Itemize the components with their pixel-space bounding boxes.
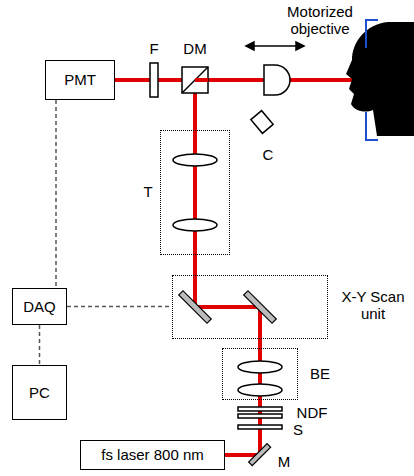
group-label: X-Y Scan unit xyxy=(333,288,413,323)
group-label: BE xyxy=(305,365,335,382)
component-label: C xyxy=(258,146,278,163)
laser-beam xyxy=(115,80,352,455)
detector-box: PMT xyxy=(45,60,115,100)
group-label: T xyxy=(139,183,157,200)
nd-filter xyxy=(238,407,282,418)
component-label: S xyxy=(288,421,308,438)
dichroic-mirror xyxy=(182,67,208,93)
mirror xyxy=(249,444,271,466)
box-label: fs laser 800 nm xyxy=(101,446,204,463)
camera-symbol xyxy=(251,111,273,134)
filter-plate xyxy=(150,63,158,97)
motion-arrow xyxy=(246,42,304,50)
shutter xyxy=(238,425,282,429)
scan-mirror xyxy=(179,291,277,324)
component-label: NDF xyxy=(292,404,332,421)
component-label: F xyxy=(144,40,164,57)
signal-line xyxy=(39,325,40,365)
box-label: DAQ xyxy=(23,298,56,315)
head-rest xyxy=(366,20,378,140)
signal-line xyxy=(67,306,172,307)
component-label: Motorized objective xyxy=(270,3,370,38)
box-label: PMT xyxy=(64,71,96,88)
telescope-group: T xyxy=(160,130,230,255)
head-silhouette xyxy=(346,22,414,136)
component-label: DM xyxy=(180,40,210,57)
scan-unit-group: X-Y Scan unit xyxy=(172,275,328,339)
beam-expander-group: BE xyxy=(222,348,298,400)
objective-symbol xyxy=(264,65,290,95)
daq-box: DAQ xyxy=(12,288,67,325)
component-label: M xyxy=(274,453,294,470)
box-label: PC xyxy=(29,384,50,401)
laser-box: fs laser 800 nm xyxy=(80,440,225,470)
pc-box: PC xyxy=(12,365,67,420)
signal-line xyxy=(56,100,57,288)
